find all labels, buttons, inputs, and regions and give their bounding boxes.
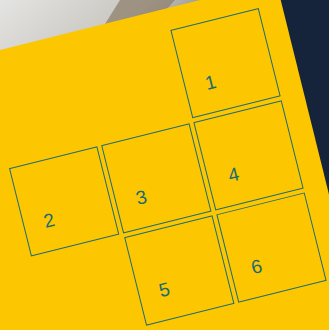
face-number: 5: [157, 279, 172, 300]
net-square: 5: [124, 215, 234, 325]
net-square: 3: [101, 123, 211, 233]
net-square: 6: [216, 192, 326, 302]
net-square: 4: [193, 100, 303, 210]
face-number: 2: [42, 210, 57, 231]
face-number: 3: [134, 187, 149, 208]
face-number: 6: [249, 256, 264, 277]
face-number: 1: [203, 72, 218, 93]
face-number: 4: [226, 164, 241, 185]
